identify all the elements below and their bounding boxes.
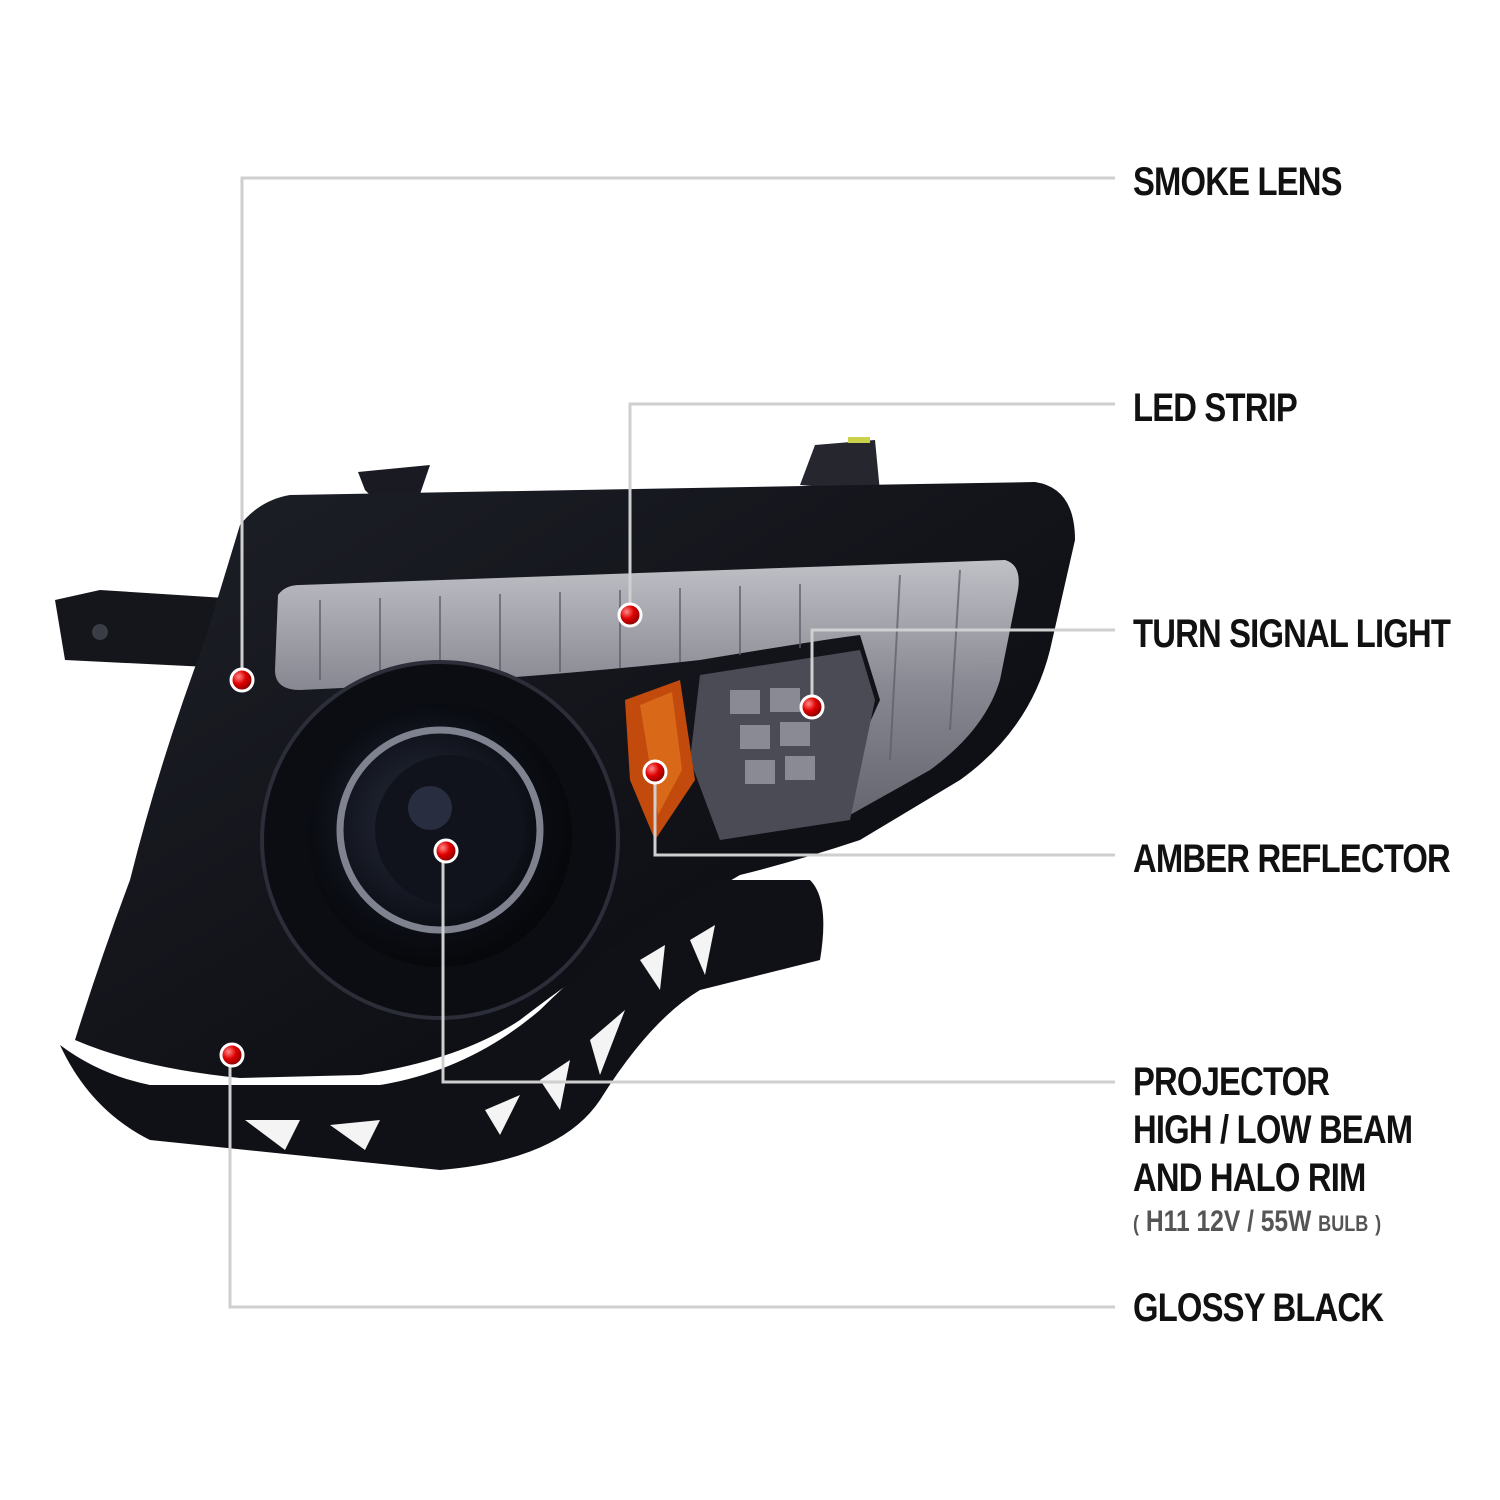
- bulb-paren-close: ): [1375, 1211, 1382, 1236]
- leader-led-strip: [628, 402, 1115, 615]
- leader-lines: [228, 176, 1115, 1309]
- leader-glossy-black: [228, 1055, 1115, 1309]
- label-amber-reflector: AMBER REFLECTOR: [1133, 837, 1451, 881]
- bulb-spec: ( H11 12V / 55W BULB ): [1133, 1204, 1381, 1242]
- bulb-type: H11: [1145, 1205, 1190, 1238]
- marker-amber-reflector: [642, 759, 668, 785]
- leader-smoke-lens: [240, 176, 1115, 680]
- marker-glossy-black: [219, 1042, 245, 1068]
- bulb-power: 12V / 55W: [1196, 1205, 1312, 1238]
- label-glossy-black: GLOSSY BLACK: [1133, 1286, 1384, 1330]
- markers: [219, 602, 825, 1068]
- label-led-strip: LED STRIP: [1133, 386, 1298, 430]
- leader-projector: [441, 851, 1115, 1084]
- bulb-paren-open: (: [1133, 1211, 1140, 1236]
- bulb-word: BULB: [1318, 1211, 1369, 1236]
- leader-turn-signal: [810, 628, 1115, 707]
- label-projector-line3: AND HALO RIM: [1133, 1156, 1366, 1200]
- marker-turn-signal: [799, 694, 825, 720]
- leader-amber-reflector: [653, 772, 1115, 857]
- label-smoke-lens: SMOKE LENS: [1133, 160, 1342, 204]
- label-turn-signal: TURN SIGNAL LIGHT: [1133, 612, 1451, 656]
- label-projector-line2: HIGH / LOW BEAM: [1133, 1108, 1413, 1152]
- marker-smoke-lens: [229, 667, 255, 693]
- marker-projector: [433, 838, 459, 864]
- label-projector-line1: PROJECTOR: [1133, 1060, 1330, 1104]
- headlight-body: [55, 437, 1075, 1170]
- marker-led-strip: [617, 602, 643, 628]
